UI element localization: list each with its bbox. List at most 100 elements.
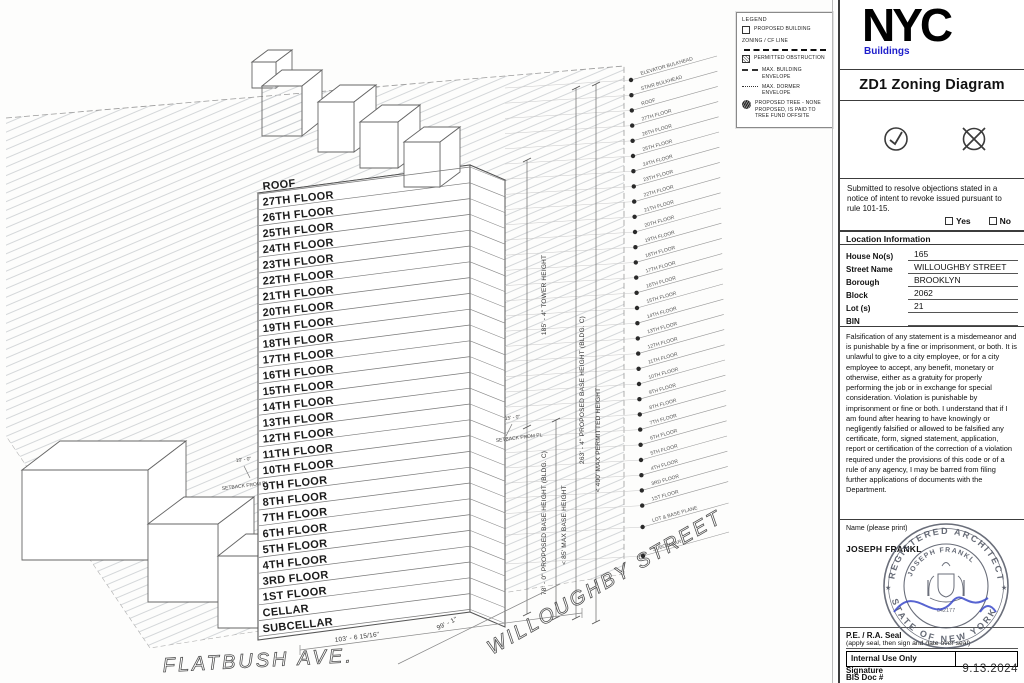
dim-tower-height: 185' - 4" TOWER HEIGHT <box>541 255 548 335</box>
floor-line-side <box>469 451 506 466</box>
elevation-marker-label: ELEVATOR BULKHEAD <box>640 56 694 77</box>
floor-line <box>258 561 471 590</box>
no-option[interactable]: No <box>988 216 1011 226</box>
borough-value[interactable]: BROOKLYN <box>908 275 1018 287</box>
elevation-leader <box>632 131 720 157</box>
floor-line <box>258 340 471 369</box>
floor-line-side <box>469 561 506 577</box>
floor-line <box>258 261 471 290</box>
form-title: ZD1 Zoning Diagram <box>859 77 1005 93</box>
pe-ra-seal-label: P.E. / R.A. Seal <box>846 631 902 640</box>
street-name-label: Street Name <box>846 265 893 274</box>
setback-left-label: SETBACK FROM PL <box>222 480 270 492</box>
elevation-marker-label: ROOF <box>641 98 657 108</box>
floor-line <box>258 435 471 463</box>
floor-line <box>258 293 471 321</box>
floor-line <box>258 372 471 400</box>
floor-line <box>258 324 471 353</box>
elevation-leader-left <box>504 79 632 89</box>
floor-line-side <box>469 198 506 213</box>
elevation-marker-label: 1ST FLOOR <box>651 489 680 503</box>
elevation-leader <box>642 531 730 557</box>
elevation-leader-left <box>504 474 642 484</box>
house-no-value[interactable]: 165 <box>908 249 1018 261</box>
internal-use-field[interactable] <box>955 652 1017 666</box>
elevation-marker-label: 8TH FLOOR <box>649 398 678 412</box>
elevation-marker-dot <box>628 77 634 83</box>
floor-line <box>258 609 471 637</box>
block-value[interactable]: 2062 <box>908 288 1018 300</box>
elevation-marker-label: 6TH FLOOR <box>649 428 678 442</box>
floor-line <box>258 198 471 226</box>
floor-line-side <box>469 356 506 371</box>
floor-line <box>258 229 471 258</box>
lot-value[interactable]: 21 <box>908 301 1018 313</box>
elevation-leader-left <box>504 186 634 195</box>
elevation-leader <box>640 405 727 430</box>
signature-label: Signature <box>846 666 883 675</box>
street-name-value[interactable]: WILLOUGHBY STREET <box>908 262 1018 274</box>
elevation-leader-left <box>504 505 643 514</box>
elevation-marker-dot <box>636 366 641 371</box>
name-value[interactable]: JOSEPH FRANKL <box>846 544 922 554</box>
lot-depth-dimline <box>397 583 561 665</box>
legend-title: LEGEND <box>742 17 768 23</box>
elevation-marker-dot <box>629 93 634 98</box>
floor-line-side <box>469 482 506 498</box>
elevation-marker-dot <box>637 412 642 417</box>
crossmark-circle-icon <box>962 127 986 151</box>
floor-line-side <box>469 530 506 545</box>
yes-label: Yes <box>956 216 971 226</box>
location-info-title: Location Information <box>846 234 931 244</box>
elevation-leader <box>636 268 723 294</box>
elevation-leader-left <box>504 201 635 210</box>
elevation-marker-dot <box>640 524 645 530</box>
legend-item-proposed-building: PROPOSED BUILDING <box>742 26 827 34</box>
floor-line <box>258 214 471 242</box>
elevation-leader-left <box>504 94 632 104</box>
field-row-house-no: House No(s) 165 <box>846 248 1018 261</box>
setback-annotations: 10' - 0" SETBACK FROM PL 15' - 0" SETBAC… <box>222 414 544 492</box>
elevation-marker-dot <box>635 321 640 326</box>
street-label-flatbush: FLATBUSH AVE. <box>162 645 354 677</box>
floor-line-side <box>469 340 506 356</box>
floor-line <box>258 530 471 558</box>
elevation-marker-label: 3RD FLOOR <box>651 474 681 488</box>
no-checkbox[interactable] <box>988 217 997 225</box>
house-no-label: House No(s) <box>846 252 894 261</box>
elevation-marker-dot <box>638 427 643 432</box>
form-title-bar: ZD1 Zoning Diagram <box>840 70 1024 101</box>
elevation-marker-dot <box>634 290 639 295</box>
nyc-logo-block: NYC Buildings <box>840 0 1024 70</box>
falsification-text: Falsification of any statement is a misd… <box>846 332 1017 495</box>
elevation-marker-dot <box>632 229 638 235</box>
field-row-borough: Borough BROOKLYN <box>846 274 1018 287</box>
yes-option[interactable]: Yes <box>945 216 971 226</box>
elevation-leader-left <box>504 140 633 150</box>
legend-item-label: PROPOSED TREE - NONE PROPOSED, IS PAID T… <box>755 100 821 119</box>
lot-width-dim: 103' - 6 15/16" <box>334 631 380 644</box>
legend-box: LEGEND PROPOSED BUILDING ZONING / CF LIN… <box>736 12 833 128</box>
floor-line-side <box>469 229 506 245</box>
elevation-leader-left <box>504 490 642 499</box>
elevation-leader-left <box>504 444 641 454</box>
elevation-leader <box>636 283 724 309</box>
elevation-leader-left <box>504 526 643 536</box>
elevation-leader <box>632 116 719 142</box>
elevation-leader <box>631 86 718 111</box>
field-row-lot: Lot (s) 21 <box>846 300 1018 313</box>
legend-item-max-dormer-envelope: MAX. DORMER ENVELOPE <box>742 84 827 97</box>
elevation-marker-dot <box>632 199 637 204</box>
bin-value[interactable] <box>908 316 1018 326</box>
dim-max-permitted-height: < 400' MAX PERMITTED HEIGHT <box>595 388 602 493</box>
floor-line <box>258 356 471 384</box>
elevation-marker-dot <box>638 442 643 447</box>
name-signature-section: Name (please print) JOSEPH FRANKL Signat… <box>840 520 1024 675</box>
setback-left-value: 10' - 0" <box>236 456 252 464</box>
floor-line-side <box>469 372 506 387</box>
dimension-lines <box>522 81 601 625</box>
floor-line-side <box>469 593 506 608</box>
yes-checkbox[interactable] <box>945 217 953 225</box>
